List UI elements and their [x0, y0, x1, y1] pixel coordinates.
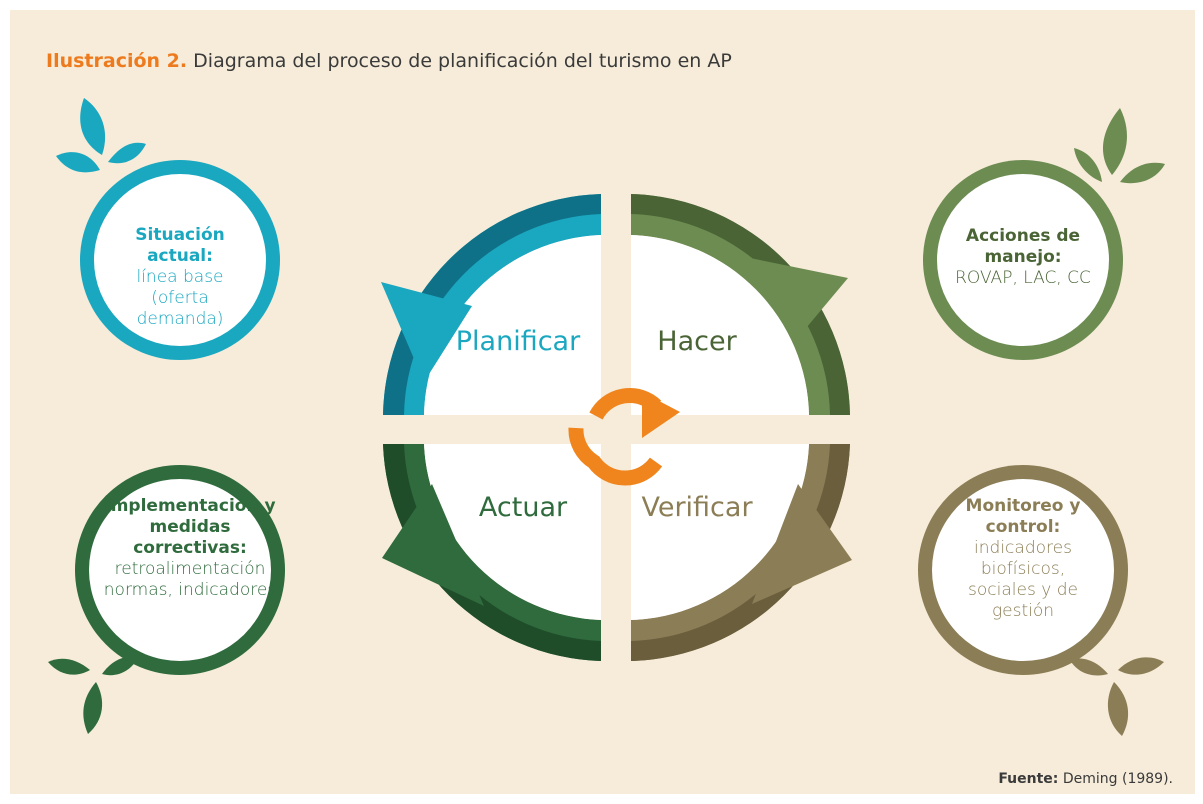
circle-monitoring: [918, 465, 1128, 675]
figure-label: Ilustración 2.: [46, 50, 188, 72]
pdca-diagram: [48, 98, 1165, 736]
leaf-icon: [1070, 657, 1164, 736]
circle-body-actions: ROVAP, LAC, CC: [955, 268, 1091, 288]
source-text: Deming (1989).: [1062, 771, 1173, 787]
quadrant-do: [631, 194, 850, 415]
circle-body-monitoring: indicadores biofísicos, sociales y de ge…: [968, 538, 1078, 621]
arrow-head-plan: [381, 282, 472, 382]
source-label: Fuente:: [998, 771, 1059, 787]
circle-heading-situation: Situación actual:: [135, 225, 225, 266]
arrow-head-check: [752, 484, 852, 604]
circle-text-monitoring: Monitoreo y control: indicadores biofísi…: [948, 496, 1098, 622]
figure-source: Fuente: Deming (1989).: [998, 771, 1173, 787]
quadrant-check: [631, 444, 852, 661]
circle-text-actions: Acciones de manejo: ROVAP, LAC, CC: [945, 226, 1101, 289]
figure-title: Ilustración 2. Diagrama del proceso de p…: [46, 50, 732, 72]
leaf-icon: [56, 98, 146, 173]
leaf-icon: [48, 656, 138, 734]
quadrant-label-do: Hacer: [657, 326, 737, 357]
circle-situation: [80, 160, 280, 360]
quadrant-label-check: Verificar: [641, 492, 753, 523]
figure-caption: Diagrama del proceso de planificación de…: [193, 50, 732, 72]
circle-text-implementation: Implementación y medidas correctivas: re…: [102, 496, 278, 601]
quadrant-act: [382, 444, 601, 661]
arrow-head-do: [740, 256, 848, 340]
figure-panel: Ilustración 2. Diagrama del proceso de p…: [10, 10, 1195, 794]
circle-implementation: [75, 465, 285, 675]
cycle-arrow-icon: [568, 387, 680, 486]
quadrant-plan: [381, 194, 601, 415]
circle-text-situation: Situación actual: línea base (oferta dem…: [106, 225, 254, 330]
circle-body-situation: línea base (oferta demanda): [136, 267, 224, 329]
circle-heading-implementation: Implementación y medidas correctivas:: [104, 496, 276, 558]
circle-actions: [923, 160, 1123, 360]
circle-body-implementation: retroalimentación normas, indicadores: [103, 559, 277, 600]
arrow-head-act: [382, 484, 484, 606]
circle-heading-actions: Acciones de manejo:: [965, 226, 1081, 267]
quadrant-label-plan: Planificar: [455, 326, 581, 357]
leaf-icon: [1074, 108, 1165, 184]
circle-heading-monitoring: Monitoreo y control:: [965, 496, 1081, 537]
quadrant-label-act: Actuar: [478, 492, 568, 523]
